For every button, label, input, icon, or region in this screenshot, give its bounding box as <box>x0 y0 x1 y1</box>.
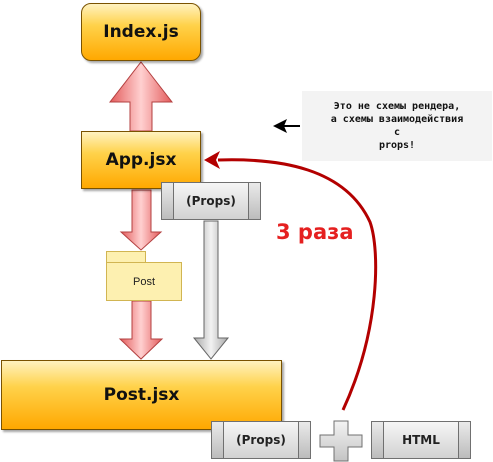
chip-cap-right <box>298 422 310 458</box>
note-line-4: props! <box>378 140 416 151</box>
html-chip-label: HTML <box>402 433 440 447</box>
arrow-props-to-post-jsx <box>192 220 230 360</box>
index-js-label: Index.js <box>103 22 179 42</box>
arrow-app-to-index <box>108 61 174 132</box>
note-pointer-head <box>273 119 287 133</box>
props-chip-app: (Props) <box>161 182 261 220</box>
props-chip-post-label: (Props) <box>236 433 286 447</box>
chip-cap-right <box>248 183 260 219</box>
post-jsx-label: Post.jsx <box>103 385 180 405</box>
chip-cap-right <box>458 422 470 458</box>
post-jsx-node: Post.jsx <box>1 360 282 430</box>
props-chip-app-label: (Props) <box>186 194 236 208</box>
app-jsx-node: App.jsx <box>81 131 201 189</box>
chip-cap-left <box>372 422 384 458</box>
app-jsx-label: App.jsx <box>105 150 177 170</box>
post-folder-label: Post <box>132 275 155 288</box>
note-line-3: с <box>393 127 401 138</box>
note-box: Это не схемы рендера, а схемы взаимодейс… <box>302 91 492 161</box>
curve-arrowhead <box>204 151 220 169</box>
note-line-2: а схемы взаимодействия <box>330 114 464 125</box>
index-js-node: Index.js <box>81 3 201 61</box>
post-folder-tab <box>106 251 146 263</box>
post-folder-body: Post <box>106 262 182 301</box>
chip-cap-left <box>212 422 224 458</box>
note-line-1: Это не схемы рендера, <box>333 101 461 112</box>
post-folder-node: Post <box>106 251 182 301</box>
chip-cap-left <box>162 183 174 219</box>
arrow-app-to-post-folder <box>119 189 163 251</box>
props-chip-post: (Props) <box>211 421 311 459</box>
html-chip: HTML <box>371 421 471 459</box>
arrow-post-folder-to-post-jsx <box>118 300 164 360</box>
curve-post-to-app <box>217 158 378 411</box>
plus-icon <box>319 420 363 462</box>
times-annotation: 3 раза <box>276 220 354 244</box>
